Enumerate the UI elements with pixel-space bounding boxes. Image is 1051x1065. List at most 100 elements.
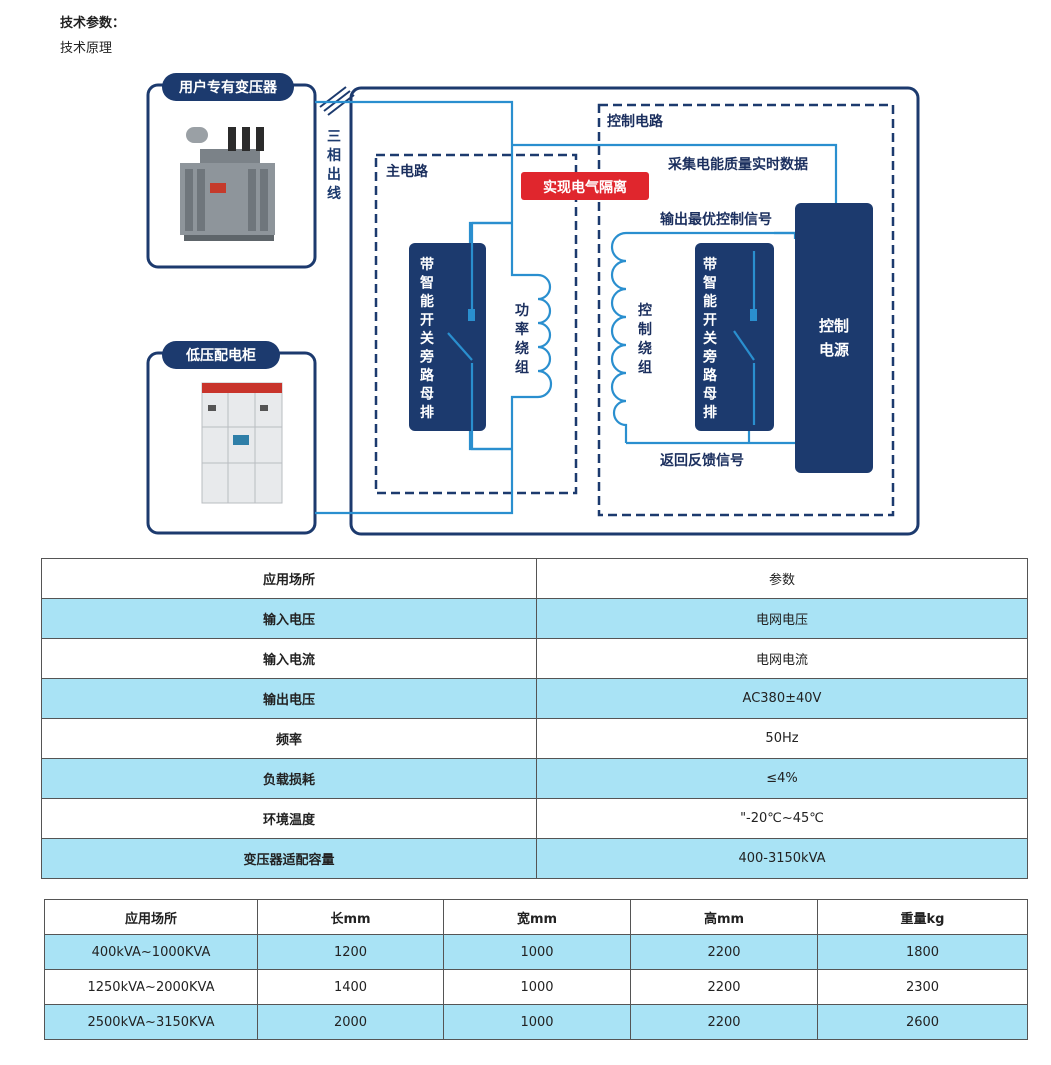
table-row: 应用场所参数 <box>41 558 1028 599</box>
transformer-image <box>180 127 275 241</box>
control-power-label: 控制 <box>819 317 849 335</box>
table-cell: 高mm <box>630 899 818 935</box>
vertical-char: 率 <box>515 321 529 338</box>
table-cell: 1000 <box>443 969 631 1005</box>
isolation-label: 实现电气隔离 <box>543 179 627 196</box>
table-cell: 1400 <box>257 969 444 1005</box>
main-bypass-busbar-block <box>409 243 486 431</box>
vertical-char: 路 <box>703 367 718 384</box>
table-cell: 1800 <box>817 934 1028 970</box>
table-cell: 1200 <box>257 934 444 970</box>
cabinet-label: 低压配电柜 <box>185 347 256 364</box>
vertical-char: 能 <box>703 293 717 310</box>
vertical-char: 路 <box>420 367 435 384</box>
table-row: 输入电流电网电流 <box>41 638 1028 679</box>
table-cell: 1000 <box>443 934 631 970</box>
main-circuit-label: 主电路 <box>386 163 429 180</box>
table-cell: 频率 <box>41 718 537 759</box>
control-circuit-label: 控制电路 <box>607 113 664 130</box>
table-cell: 应用场所 <box>44 899 258 935</box>
table-cell: 1250kVA~2000KVA <box>44 969 258 1005</box>
table-cell: 电网电流 <box>536 638 1028 679</box>
table-cell: 输入电流 <box>41 638 537 679</box>
transformer-label: 用户专有变压器 <box>179 79 278 96</box>
table-cell: 400-3150kVA <box>536 838 1028 879</box>
vertical-char: 旁 <box>702 349 717 366</box>
table-cell: 输入电压 <box>41 598 537 639</box>
feedback-label: 返回反馈信号 <box>660 452 744 469</box>
vertical-char: 组 <box>515 359 529 376</box>
transformer-label-pill <box>162 73 294 101</box>
control-circuit-box <box>597 103 895 517</box>
control-power-block <box>795 203 873 473</box>
main-switch <box>447 221 512 451</box>
vertical-char: 功 <box>515 303 529 319</box>
table-cell: 应用场所 <box>41 558 537 599</box>
vertical-char: 带 <box>420 257 434 273</box>
control-switch-contact <box>750 309 757 321</box>
page-subheading: 技术原理 <box>60 41 113 56</box>
table-cell: 2200 <box>630 934 818 970</box>
three-phase-char: 出 <box>327 166 341 183</box>
table-cell: 负载损耗 <box>41 758 537 799</box>
control-power-label: 电源 <box>819 341 849 359</box>
table-cell: 宽mm <box>443 899 631 935</box>
cabinet-label-pill <box>162 341 280 369</box>
device-frame <box>349 86 920 536</box>
table-row: 环境温度"-20℃~45℃ <box>41 798 1028 839</box>
table-cell: 2200 <box>630 1004 818 1040</box>
vertical-char: 绕 <box>638 340 652 357</box>
table-cell: 环境温度 <box>41 798 537 839</box>
table-cell: "-20℃~45℃ <box>536 798 1028 839</box>
table-cell: 参数 <box>536 558 1028 599</box>
vertical-char: 排 <box>420 404 434 421</box>
vertical-char: 控 <box>638 302 652 319</box>
page-heading: 技术参数： <box>60 16 126 31</box>
table-cell: ≤4% <box>536 758 1028 799</box>
vertical-char: 旁 <box>419 349 434 366</box>
vertical-char: 绕 <box>515 340 529 357</box>
table-cell: 输出电压 <box>41 678 537 719</box>
vertical-char: 关 <box>420 330 434 347</box>
cabinet-image <box>201 382 283 504</box>
vertical-char: 母 <box>703 387 717 403</box>
vertical-char: 开 <box>703 313 717 329</box>
table-cell: 变压器适配容量 <box>41 838 537 879</box>
collect-data-label: 采集电能质量实时数据 <box>667 156 808 173</box>
vertical-char: 母 <box>420 387 434 403</box>
vertical-char: 制 <box>638 321 652 338</box>
vertical-char: 组 <box>638 359 652 376</box>
vertical-char: 排 <box>703 404 717 421</box>
vertical-char: 智 <box>702 275 717 292</box>
table-cell: 2500kVA~3150KVA <box>44 1004 258 1040</box>
table-row: 负载损耗≤4% <box>41 758 1028 799</box>
isolation-badge <box>521 172 649 200</box>
control-winding-coil <box>610 231 628 443</box>
table-cell: 长mm <box>257 899 444 935</box>
three-phase-char: 线 <box>327 185 341 202</box>
table-cell: 2200 <box>630 969 818 1005</box>
table-cell: 1000 <box>443 1004 631 1040</box>
control-switch <box>733 251 756 425</box>
vertical-char: 带 <box>703 257 717 273</box>
main-circuit-box <box>374 153 578 495</box>
three-phase-char: 相 <box>327 147 341 164</box>
table-row: 输入电压电网电压 <box>41 598 1028 639</box>
table-cell: 重量kg <box>817 899 1028 935</box>
table-cell: 2000 <box>257 1004 444 1040</box>
table-cell: AC380±40V <box>536 678 1028 719</box>
table-cell: 2600 <box>817 1004 1028 1040</box>
vertical-char: 开 <box>420 313 434 329</box>
table-cell: 400kVA~1000KVA <box>44 934 258 970</box>
table-cell: 电网电压 <box>536 598 1028 639</box>
